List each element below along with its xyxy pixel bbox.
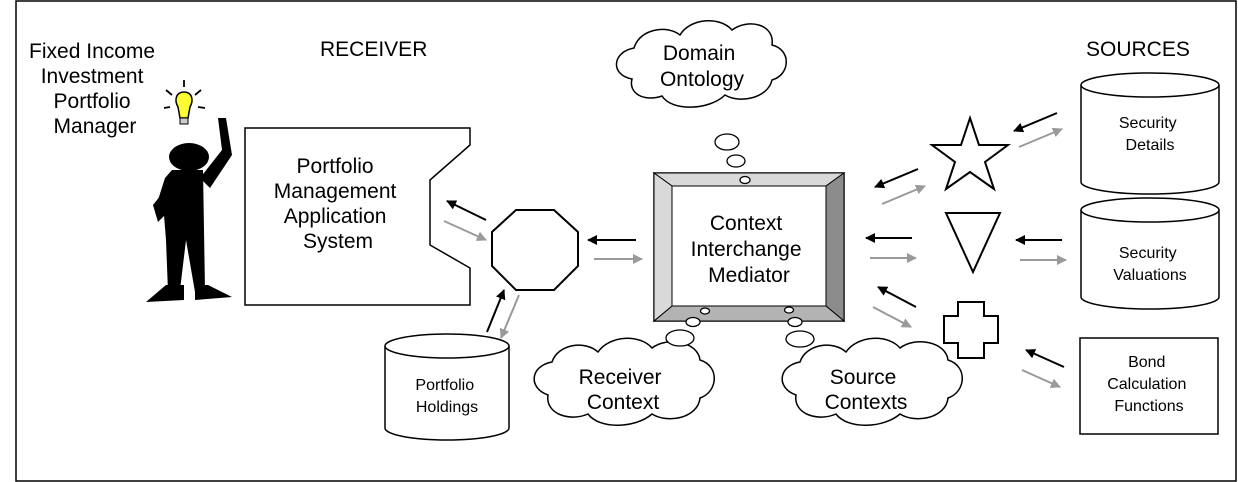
security-details-label: Security Details — [1119, 115, 1181, 154]
arrow-request — [874, 168, 919, 189]
portfolio-holdings-label: Portfolio Holdings — [415, 377, 478, 416]
arrow-response — [1021, 369, 1061, 388]
thought-bubble — [785, 330, 815, 348]
portfolio-holdings-database — [384, 333, 510, 441]
thought-bubble — [739, 175, 751, 185]
arrow-response — [499, 294, 520, 339]
arrow-response — [1018, 127, 1063, 148]
application-system-box — [244, 127, 471, 306]
domain-ontology-label: Domain Ontology — [660, 42, 745, 91]
security-valuations-wrapper-triangle-icon — [944, 212, 1002, 275]
thought-bubble — [699, 307, 711, 315]
application-system-label: Portfolio Management Application System — [274, 155, 402, 253]
lightbulb-icon — [163, 80, 206, 125]
thought-bubble — [783, 306, 795, 314]
security-valuations-label: Security Valuations — [1113, 245, 1187, 284]
arrow-request — [1025, 349, 1065, 368]
receiver-wrapper-octagon-icon — [491, 209, 579, 291]
thought-bubble — [665, 329, 695, 347]
thought-bubble — [714, 133, 740, 151]
bond-functions-box — [1079, 337, 1219, 435]
bond-functions-wrapper-cross-icon — [943, 301, 999, 359]
security-details-database — [1080, 72, 1220, 195]
flow-arrows — [443, 112, 1067, 388]
arrow-request — [446, 200, 487, 221]
thought-bubble — [685, 316, 701, 328]
arrow-request — [877, 286, 917, 308]
security-valuations-database — [1080, 197, 1220, 310]
security-details-wrapper-star-icon — [928, 114, 1012, 192]
mediator-box — [652, 172, 846, 323]
arrow-response — [443, 220, 487, 241]
source-contexts-cloud — [781, 337, 963, 426]
arrow-response — [872, 306, 912, 328]
thought-bubble — [726, 154, 746, 168]
arrow-request — [1013, 112, 1058, 133]
mediator-label: Context Interchange Mediator — [691, 212, 808, 287]
arrow-request — [486, 289, 506, 333]
manager-label: Fixed Income Investment Portfolio Manage… — [29, 40, 161, 138]
receiver-context-label: Receiver Context — [579, 366, 668, 414]
sources-header: SOURCES — [1086, 38, 1190, 61]
bond-functions-label: Bond Calculation Functions — [1107, 354, 1191, 415]
manager-figure-icon — [146, 118, 232, 302]
arrow-response — [881, 184, 926, 205]
source-contexts-label: Source Contexts — [825, 366, 908, 414]
thought-bubble — [787, 316, 803, 328]
domain-ontology-cloud — [615, 19, 787, 108]
receiver-context-cloud — [533, 337, 715, 426]
receiver-header: RECEIVER — [320, 38, 427, 61]
